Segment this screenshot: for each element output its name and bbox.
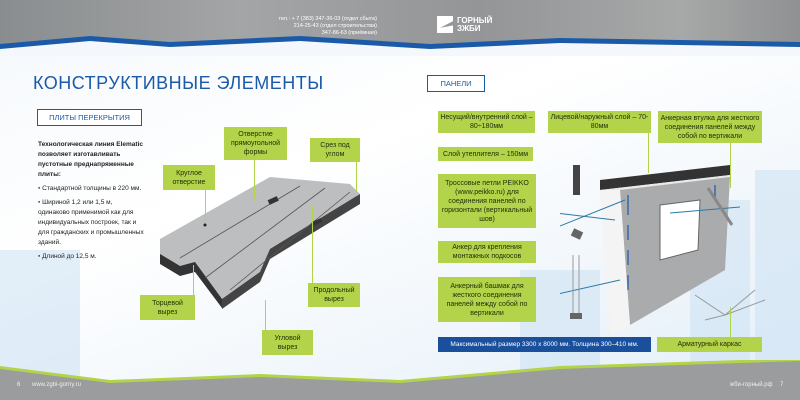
leader-line [205,190,206,223]
section-panels: ПАНЕЛИ [427,75,485,92]
logo: ГОРНЫЙ ЗЖБИ [437,16,492,33]
header-concrete [0,0,800,44]
label-anchor-shoe: Анкерный башмак для жесткого соединения … [438,277,536,322]
label-anchor-sleeve: Анкерная втулка для жесткого соединения … [658,111,762,143]
intro-text: Технологическая линия Elematic позволяет… [38,141,144,178]
wall-panel-image [560,165,741,335]
phone-reception: 347-86-63 (приёмная) [321,30,377,36]
label-insulation: Слой утеплителя – 150мм [438,147,533,161]
label-outer-layer: Лицевой/наружный слой – 70-80мм [548,111,651,133]
label-brace-anchor: Анкер для крепления монтажных подкосов [438,241,536,263]
leader-line [648,133,649,173]
logo-text: ЗЖБИ [457,23,481,33]
header-wave [0,36,800,56]
bullet-text: Длиной до 12,5 м. [42,253,97,260]
city-bg [0,250,80,380]
label-rect-hole: Отверстие прямоугольной формы [224,127,287,160]
label-end-cut: Торцевой вырез [140,295,195,320]
page-number-right: 7 [780,382,784,388]
page-title: КОНСТРУКТИВНЫЕ ЭЛЕМЕНТЫ [33,73,324,93]
leader-line [265,300,266,332]
bullet-text: Стандартной толщины в 220 мм. [42,185,142,192]
leader-line [356,162,357,192]
rebar-frame [694,289,766,321]
city-bg [755,170,800,380]
anchor-sleeve-part [706,187,734,226]
label-inner-layer: Несущий/внутренний слой – 80÷180мм [438,111,535,133]
label-corner-cut: Угловой вырез [262,330,313,355]
logo-icon [437,16,453,33]
label-long-cut: Продольный вырез [308,283,360,307]
page-number-left: 6 [17,382,21,388]
site-link-left[interactable]: www.zgbi-gorny.ru [32,382,81,388]
section-slabs: ПЛИТЫ ПЕРЕКРЫТИЯ [37,109,142,126]
leader-line [254,160,255,200]
max-size-banner: Максимальный размер 3300 х 8000 мм. Толщ… [438,337,651,352]
header-phones: тел.: + 7 (383) 347-36-03 (отдел сбыта) … [265,16,377,37]
hardware-parts [570,165,584,319]
leader-line [193,265,194,297]
logo-text: ГОРНЫЙ [457,15,493,25]
leader-line [312,205,313,290]
phone-sales: тел.: + 7 (383) 347-36-03 (отдел сбыта) [278,16,377,22]
slabs-description: Технологическая линия Elematic позволяет… [38,141,144,260]
hollow-slab-image [160,177,360,309]
leader-line [730,143,731,188]
label-rebar: Арматурный каркас [657,337,762,352]
leader-line [730,307,731,337]
footer-concrete [0,360,800,400]
bullet-text: Шириной 1,2 или 1,5 м, одинаково примени… [38,199,144,246]
phone-construction: 214-25-43 (отдел строительства) [293,23,377,29]
label-peikko: Тросcовые петли PEIKKO (www.peikko.ru) д… [438,174,536,228]
site-link-right[interactable]: жби-горный.рф [730,382,773,388]
label-round-hole: Круглое отверстие [163,165,215,190]
label-angle-cut: Срез под углом [310,138,360,162]
